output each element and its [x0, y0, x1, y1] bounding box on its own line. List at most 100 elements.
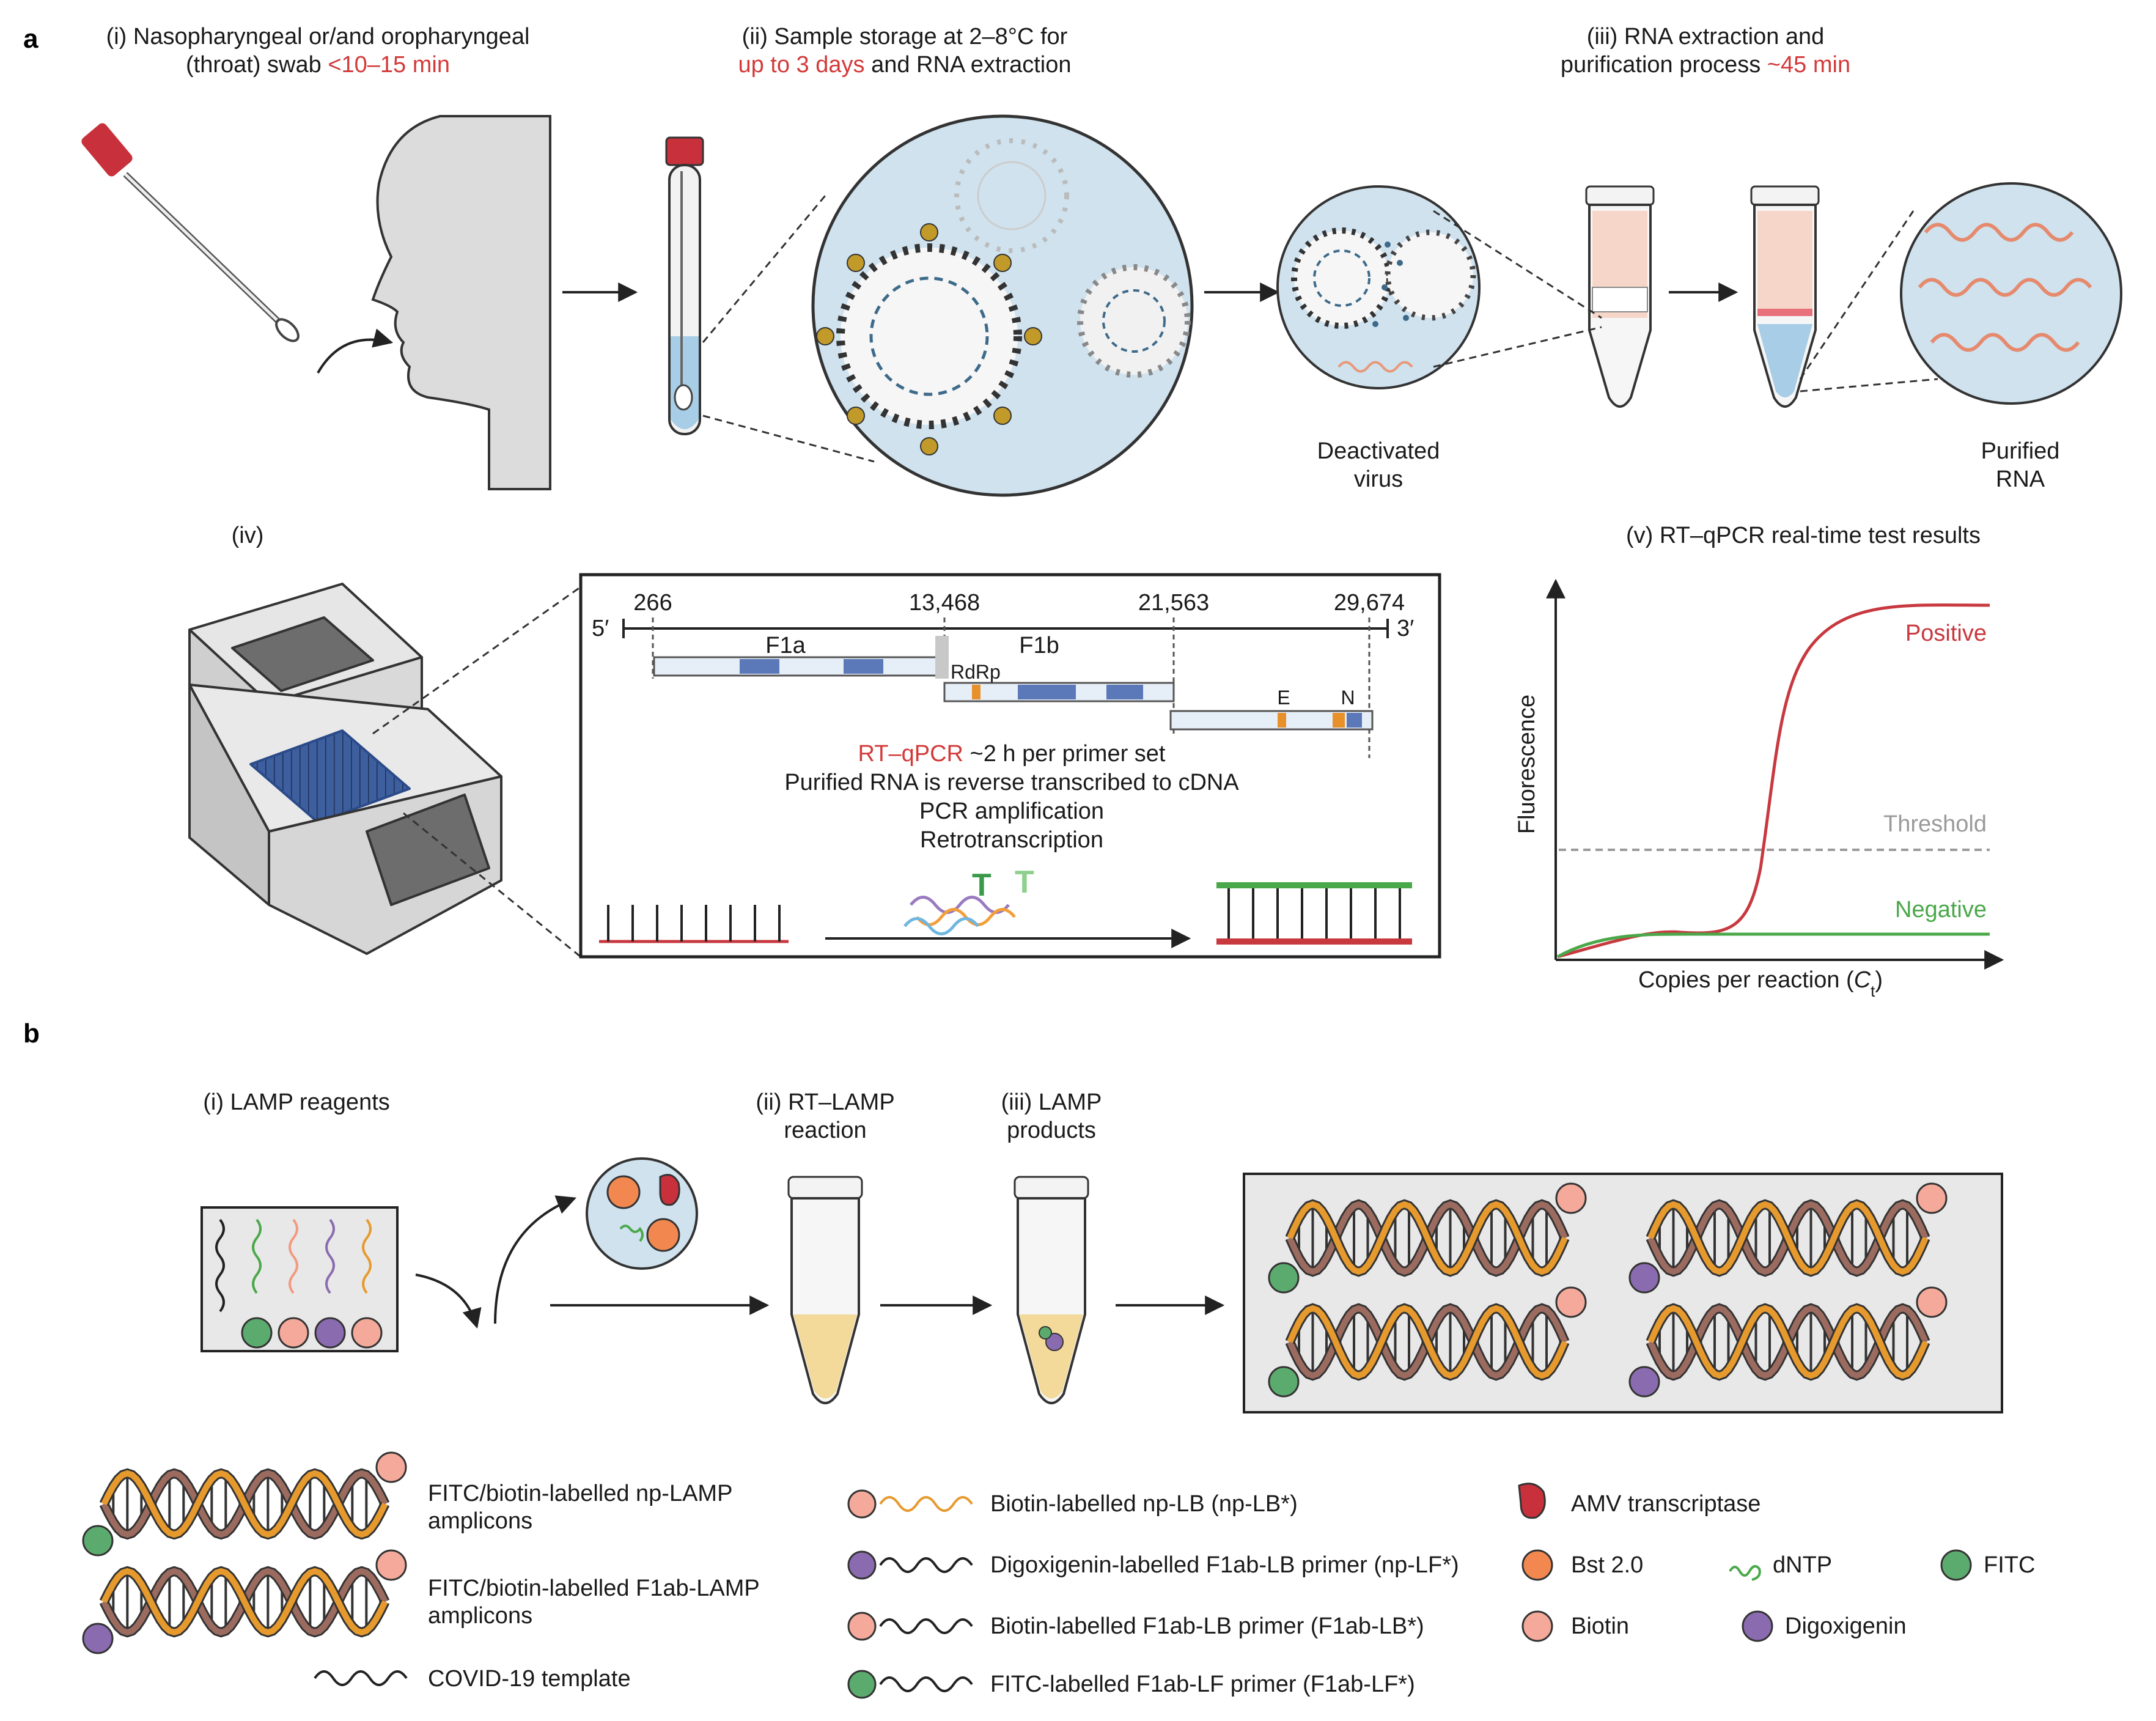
rtqpcr-line2: Purified RNA is reverse transcribed to c…: [784, 770, 1239, 795]
zoom-line-6: [1799, 210, 1915, 380]
legend-helices: [82, 1451, 407, 1654]
negative-curve: [1556, 932, 1990, 959]
single-strand-comb: [599, 905, 789, 943]
legend-fitc: FITC: [1984, 1552, 2035, 1578]
genome-box: 266 13,468 21,563 29,674 5′ 3′ F1a F1b R…: [579, 573, 1441, 959]
zoom-line-3: [1433, 210, 1602, 319]
chart-ylabel: Fluorescence: [1514, 695, 1540, 834]
legend-biotin: Biotin: [1571, 1613, 1629, 1639]
rtqpcr-chart: [1546, 578, 2004, 970]
f1b-label: F1b: [1019, 633, 1059, 658]
dna-helix-1: [1268, 1182, 1587, 1294]
e-label: E: [1277, 687, 1290, 709]
fitc-dot-1: [847, 1670, 877, 1699]
curved-arrow-1: [415, 1273, 482, 1329]
genome-pos-266: 266: [633, 590, 672, 616]
svg-text:T: T: [972, 868, 992, 903]
purified-rna-circle: [1900, 182, 2122, 405]
legend-bst: Bst 2.0: [1571, 1552, 1643, 1578]
deactivated-virus-circle: [1276, 185, 1481, 389]
b-step2-line1: (ii) RT–LAMP: [756, 1089, 894, 1115]
zoom-line-4: [1433, 326, 1602, 368]
rdrp-label: RdRp: [951, 661, 1001, 683]
virus-zoom-circle: [811, 114, 1194, 497]
step3-line1: (iii) RNA extraction and: [1587, 24, 1825, 50]
five-prime: 5′: [592, 616, 609, 641]
purified-line2: RNA: [1996, 466, 2045, 492]
deactivated-line1: Deactivated: [1317, 438, 1440, 464]
swab-illustration: [81, 123, 394, 374]
swab-time: <10–15 min: [328, 52, 450, 78]
panel-a-label: a: [23, 24, 39, 54]
step3-line2: purification process ~45 min: [1561, 52, 1850, 78]
purified-tube: [1750, 185, 1820, 408]
legend-digoxigenin: Digoxigenin: [1785, 1613, 1907, 1639]
curved-arrow-2: [494, 1195, 576, 1324]
digoxigenin-icon: [1742, 1610, 1773, 1642]
enzyme-mix: T T: [903, 864, 1034, 935]
legend-helix-f1ab: [82, 1549, 407, 1654]
step1-line2: (throat) swab <10–15 min: [186, 52, 450, 78]
legend-f1ab-amp-line1: FITC/biotin-labelled F1ab-LAMP: [428, 1575, 760, 1601]
lamp-products-tube: [1014, 1176, 1089, 1404]
extraction-time: ~45 min: [1767, 52, 1850, 78]
biotin-icon: [1521, 1610, 1553, 1642]
fitc-primer-wave: [879, 1676, 973, 1692]
storage-time: up to 3 days: [738, 52, 864, 78]
legend-fitc-primer: FITC-labelled F1ab-LF primer (F1ab-LF*): [990, 1671, 1415, 1697]
template-wave: [314, 1670, 408, 1686]
step4-label: (iv): [232, 523, 264, 548]
three-prime: 3′: [1397, 616, 1414, 641]
enzyme-circle: [586, 1157, 698, 1270]
chart-xlabel: Copies per reaction (Ct): [1638, 967, 1883, 1000]
legend-f1ab-amp-line2: amplicons: [428, 1603, 532, 1629]
digoxigenin-dot-1: [847, 1550, 877, 1580]
legend-np-amp-line2: amplicons: [428, 1508, 532, 1534]
legend-dig-primer: Digoxigenin-labelled F1ab-LB primer (np-…: [990, 1552, 1459, 1578]
legend-helix-np: [82, 1451, 407, 1557]
step2-line1: (ii) Sample storage at 2–8°C for: [742, 24, 1068, 50]
purified-line1: Purified: [1981, 438, 2060, 464]
genome-pos-13468: 13,468: [909, 590, 980, 616]
dna-helix-3: [1268, 1286, 1587, 1398]
dntp-icon: [1729, 1564, 1761, 1581]
n-label: N: [1341, 687, 1355, 709]
positive-curve: [1557, 603, 1990, 959]
biotin-dot-1: [847, 1489, 877, 1519]
svg-text:T: T: [1015, 864, 1034, 900]
f1a-label: F1a: [765, 633, 806, 658]
legend-biotin-primer: Biotin-labelled F1ab-LB primer (F1ab-LB*…: [990, 1613, 1424, 1639]
extraction-tube: [1585, 185, 1655, 408]
qpcr-machine: [188, 583, 502, 955]
legend: FITC/biotin-labelled np-LAMP amplicons F…: [314, 1481, 2035, 1699]
positive-label: Positive: [1905, 621, 1987, 646]
zoom-line-5: [1800, 378, 1938, 392]
amv-icon: [1518, 1483, 1546, 1519]
rtqpcr-title: RT–qPCR ~2 h per primer set: [858, 741, 1165, 767]
biotin-dot-2: [847, 1612, 877, 1641]
rtqpcr-line3: PCR amplification: [919, 798, 1104, 824]
double-strand-ladder: [1216, 882, 1412, 945]
step2-line2: up to 3 days and RNA extraction: [738, 52, 1071, 78]
face-silhouette: [371, 115, 551, 490]
rt-lamp-tube: [787, 1176, 863, 1404]
zoom-line-2: [702, 415, 875, 463]
np-lb-wave: [879, 1496, 973, 1512]
zoom-line-8: [403, 812, 581, 958]
chart-title: (v) RT–qPCR real-time test results: [1626, 523, 1981, 548]
step1-line1: (i) Nasopharyngeal or/and oropharyngeal: [106, 24, 530, 50]
zoom-line-7: [372, 586, 581, 735]
dna-helix-2: [1628, 1182, 1948, 1294]
b-step2-line2: reaction: [784, 1118, 866, 1143]
fitc-icon: [1940, 1549, 1972, 1581]
b-step3-line1: (iii) LAMP: [1001, 1089, 1102, 1115]
b-step1-label: (i) LAMP reagents: [203, 1089, 390, 1115]
sample-tube: [665, 136, 704, 435]
biotin-primer-wave: [879, 1618, 973, 1634]
b-step3-line2: products: [1007, 1118, 1096, 1143]
dna-helices: [1268, 1182, 1948, 1398]
rtqpcr-line4: Retrotranscription: [920, 827, 1103, 853]
legend-np-lb: Biotin-labelled np-LB (np-LB*): [990, 1491, 1298, 1517]
legend-dntp: dNTP: [1773, 1552, 1832, 1578]
